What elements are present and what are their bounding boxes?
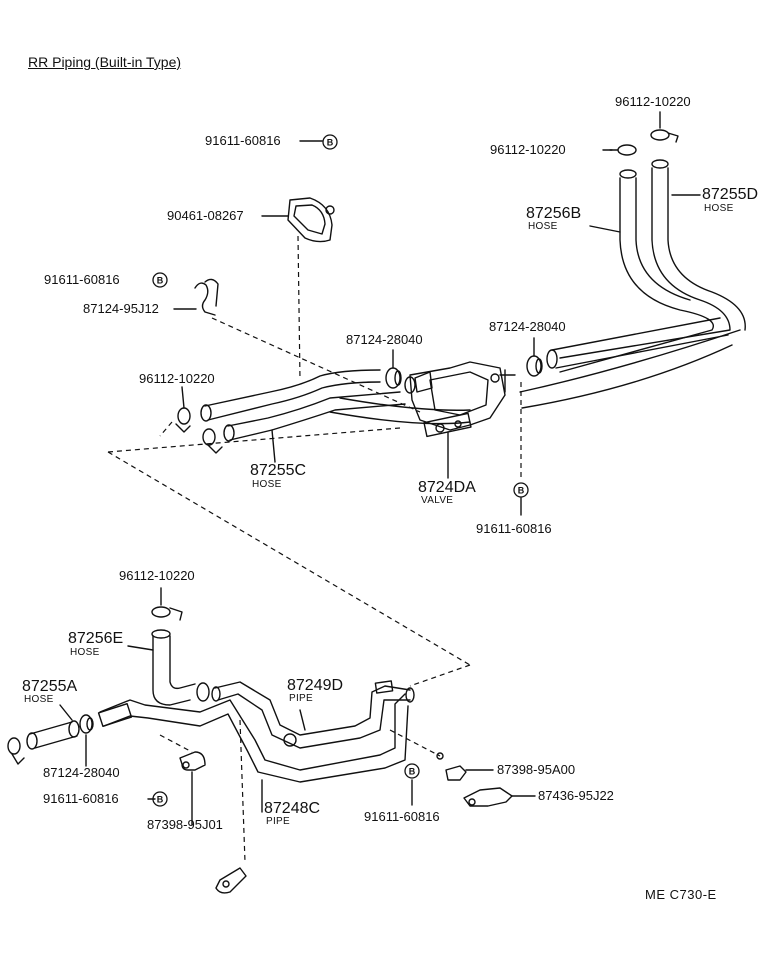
label-87124-28040-a: 87124-28040 — [346, 332, 423, 347]
clamp-87124-28040-b — [526, 355, 543, 377]
label-87124-28040-c: 87124-28040 — [43, 765, 120, 780]
clip-87436-95j22 — [463, 787, 513, 807]
label-87436-95j22: 87436-95J22 — [538, 788, 614, 803]
valve-8724da — [404, 361, 516, 438]
diagram-code: ME C730-E — [645, 887, 717, 902]
hose-87255d — [559, 159, 746, 359]
bolt-b-3: B — [518, 486, 525, 496]
label-91611-60816-left: 91611-60816 — [44, 272, 120, 287]
clamp-96112-10220-left-b — [202, 428, 223, 454]
label-87124-95j12: 87124-95J12 — [83, 301, 159, 316]
hose-87255c — [200, 369, 406, 442]
label-87256e: 87256E — [68, 630, 124, 647]
bolt-b-4: B — [157, 795, 164, 805]
label-87255c: 87255C — [250, 462, 307, 479]
hose-end-right — [546, 317, 729, 369]
label-96112-10220-left: 96112-10220 — [139, 371, 215, 386]
label-87124-28040-b: 87124-28040 — [489, 319, 566, 334]
label-91611-60816-top: 91611-60816 — [205, 133, 281, 148]
bolt-b-5: B — [409, 767, 416, 777]
label-90461-08267: 90461-08267 — [167, 208, 244, 223]
pipe-87249d — [211, 680, 415, 749]
bolt-b-1: B — [327, 138, 334, 148]
clamp-96112-10220-mid — [609, 144, 637, 156]
label-87255a: 87255A — [22, 678, 78, 695]
clamp-96112-10220-lower — [151, 606, 183, 621]
clip-87398-95a00 — [436, 752, 467, 781]
clamp-near-87256e — [196, 682, 210, 702]
label-91611-60816-lower-left: 91611-60816 — [43, 791, 119, 806]
clip-87398-95j01 — [179, 751, 206, 771]
valve-side-pipes — [329, 329, 741, 425]
label-8724da-type: VALVE — [421, 495, 454, 506]
label-87249d-type: PIPE — [289, 693, 313, 704]
diagram-title: RR Piping (Built-in Type) — [28, 54, 182, 70]
bracket-90461-08267 — [287, 197, 335, 243]
label-91611-60816-valve: 91611-60816 — [476, 521, 552, 536]
bolt-b-2: B — [157, 276, 164, 286]
hose-87255a — [26, 720, 80, 750]
label-96112-10220-lower: 96112-10220 — [119, 568, 195, 583]
label-87248c: 87248C — [264, 800, 321, 817]
label-87398-95a00: 87398-95A00 — [497, 762, 576, 777]
clamp-left-end — [7, 737, 25, 765]
hose-87256e — [151, 629, 196, 706]
clip-bottom — [215, 867, 247, 894]
label-87256b-type: HOSE — [528, 221, 558, 232]
pipe-87248c — [97, 693, 409, 783]
clamp-96112-10220-left-a — [175, 407, 191, 433]
label-87249d: 87249D — [287, 677, 344, 694]
label-96112-10220-mid: 96112-10220 — [490, 142, 566, 157]
leader-lines-upper — [173, 111, 701, 516]
label-87398-95j01: 87398-95J01 — [147, 817, 223, 832]
label-8724da: 8724DA — [418, 479, 476, 496]
hose-87256b — [559, 169, 714, 373]
label-87255d-type: HOSE — [704, 203, 734, 214]
label-96112-10220-top: 96112-10220 — [615, 94, 691, 109]
leader-lines-lower — [59, 587, 536, 826]
label-87255a-type: HOSE — [24, 694, 54, 705]
clamp-87124-28040-c — [79, 714, 94, 734]
label-91611-60816-lower-right: 91611-60816 — [364, 809, 440, 824]
label-87256b: 87256B — [526, 205, 582, 222]
clamp-96112-10220-top — [650, 129, 679, 143]
label-87248c-type: PIPE — [266, 816, 290, 827]
label-87255d: 87255D — [702, 186, 759, 203]
clamp-87124-28040-a — [385, 367, 402, 389]
clip-87124-95j12 — [194, 278, 219, 316]
label-87255c-type: HOSE — [252, 479, 282, 490]
bolt-symbols — [152, 134, 529, 807]
dashed-lines — [107, 235, 522, 863]
label-87256e-type: HOSE — [70, 647, 100, 658]
